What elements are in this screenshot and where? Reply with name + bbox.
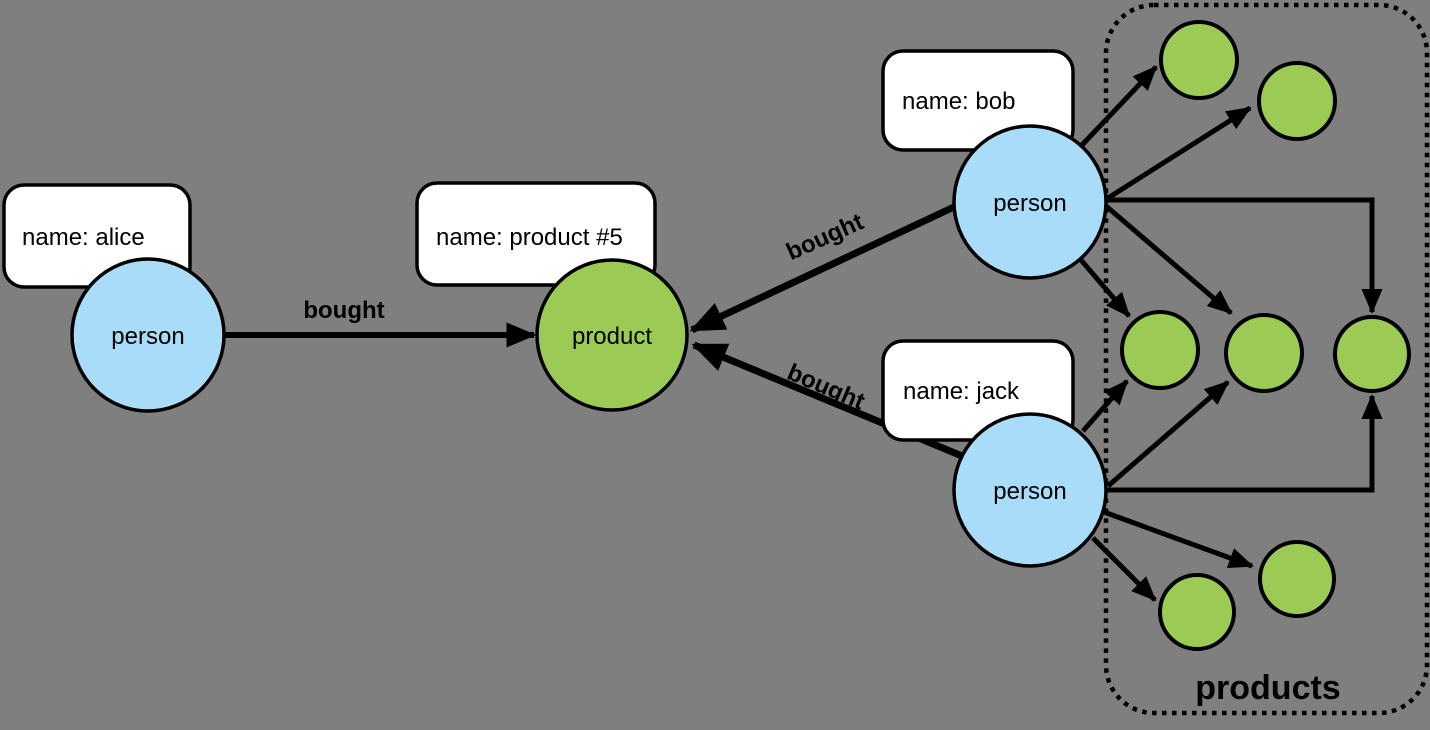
node-jack xyxy=(952,412,1108,568)
property-box-product-5 xyxy=(415,181,657,287)
node-product-5 xyxy=(535,258,689,412)
cluster-layer: products xyxy=(1103,2,1430,716)
node-label-bob: person xyxy=(993,190,1066,217)
edge-bob-bought-product-5 xyxy=(689,202,958,334)
node-label-product-5: product xyxy=(572,323,652,350)
edge-jack-to-product-mid-1 xyxy=(1081,379,1129,433)
node-product-mid-2 xyxy=(1224,313,1304,393)
node-label-jack: person xyxy=(993,478,1066,505)
node-product-bottom-1 xyxy=(1158,573,1236,651)
edge-bob-to-product-top-2 xyxy=(1106,105,1252,201)
nodes-layer: person product person person xyxy=(70,20,1411,651)
node-label-alice: person xyxy=(111,323,184,350)
property-text-jack: name: jack xyxy=(903,378,1020,405)
node-alice xyxy=(70,257,226,413)
edge-bob-to-product-mid-2 xyxy=(1104,204,1233,315)
edge-jack-to-product-bottom-2 xyxy=(1103,509,1254,569)
property-text-product-5: name: product #5 xyxy=(436,224,623,251)
products-cluster-boundary xyxy=(1103,2,1430,716)
edge-bob-to-product-mid-3 xyxy=(1108,197,1383,315)
node-product-top-1 xyxy=(1159,20,1239,100)
edge-bob-to-product-mid-1 xyxy=(1079,258,1131,318)
node-product-mid-3 xyxy=(1333,315,1411,393)
products-cluster-label: products xyxy=(1195,669,1340,707)
node-product-top-2 xyxy=(1257,61,1337,141)
edge-jack-to-product-bottom-1 xyxy=(1091,536,1157,602)
bought-label-alice-bought-product-5: bought xyxy=(303,297,384,324)
node-product-bottom-2 xyxy=(1258,540,1336,618)
node-bob xyxy=(952,124,1108,280)
property-text-bob: name: bob xyxy=(902,88,1015,115)
node-product-mid-1 xyxy=(1120,310,1200,390)
edge-jack-to-product-mid-3 xyxy=(1108,393,1383,493)
edge-bob-to-product-top-1 xyxy=(1080,65,1158,147)
edge-jack-to-product-mid-2 xyxy=(1106,380,1230,488)
property-text-alice: name: alice xyxy=(22,224,145,251)
